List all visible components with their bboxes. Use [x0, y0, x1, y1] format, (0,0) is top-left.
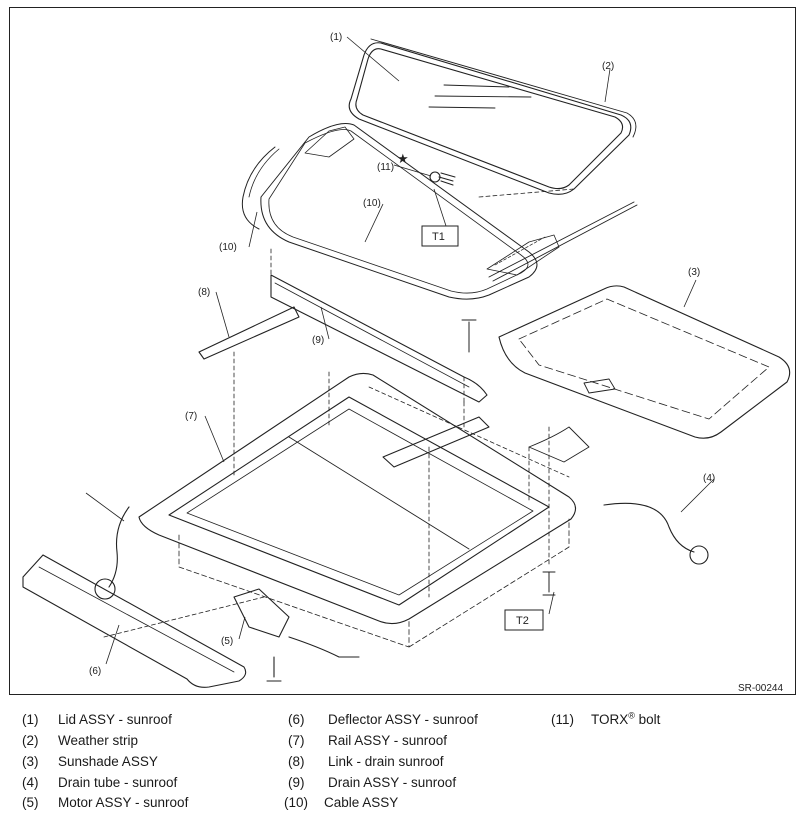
legend-item: (7) Rail ASSY - sunroof	[288, 733, 447, 749]
drain-tube-left	[108, 506, 130, 588]
legend-text: Link - drain sunroof	[328, 754, 444, 769]
legend-item: (11) TORX® bolt	[551, 710, 661, 728]
callout-8: (8)	[198, 287, 210, 298]
legend-text-suffix: bolt	[634, 712, 661, 727]
legend-item: (9) Drain ASSY - sunroof	[288, 775, 456, 791]
legend-num: (10)	[284, 795, 309, 810]
sunroof-lid	[348, 42, 632, 198]
t2-box	[504, 609, 544, 631]
legend-text: Sunshade ASSY	[58, 754, 158, 769]
callout-10-upper: (10)	[363, 198, 381, 209]
diagram-frame	[9, 7, 796, 695]
drain-assy	[270, 248, 488, 403]
legend-num: (5)	[22, 795, 39, 810]
star-mark: ★	[397, 151, 409, 166]
legend-num: (4)	[22, 775, 39, 790]
legend-item: (5) Motor ASSY - sunroof	[22, 795, 188, 811]
legend-item: (8) Link - drain sunroof	[288, 754, 444, 770]
t1-label: T1	[432, 231, 445, 243]
t2-label: T2	[516, 615, 529, 627]
callout-3: (3)	[688, 267, 700, 278]
t1-box	[421, 225, 459, 247]
torx-bolt-11	[429, 171, 456, 186]
motor	[233, 588, 360, 682]
legend-num: (6)	[288, 712, 305, 727]
legend-text: Drain ASSY - sunroof	[328, 775, 457, 790]
exploded-view-diagram: (1) (2) (3) (4) (5) (6) (7) (8) (9) (10)…	[22, 32, 791, 694]
drain-link-right	[382, 416, 490, 468]
callout-1: (1)	[330, 32, 342, 43]
legend-num: (7)	[288, 733, 305, 748]
callout-11: (11)	[377, 162, 394, 173]
legend-text: Motor ASSY - sunroof	[58, 795, 189, 810]
deflector	[22, 554, 247, 688]
legend-text: Cable ASSY	[324, 795, 399, 810]
callout-9: (9)	[312, 335, 324, 346]
legend-num: (9)	[288, 775, 305, 790]
callout-6: (6)	[89, 666, 101, 677]
legend-text: Weather strip	[58, 733, 139, 748]
callout-5: (5)	[221, 636, 233, 647]
legend-text: Rail ASSY - sunroof	[328, 733, 448, 748]
legend-num: (8)	[288, 754, 305, 769]
sunshade	[498, 285, 791, 439]
legend-item: (6) Deflector ASSY - sunroof	[288, 712, 478, 728]
figure-code: SR-00244	[738, 683, 783, 694]
drain-link-left	[198, 306, 300, 360]
callout-4: (4)	[703, 473, 715, 484]
legend-item: (10) Cable ASSY	[284, 795, 398, 811]
drain-tube-left-grommet	[94, 578, 116, 600]
callout-7: (7)	[185, 411, 197, 422]
registered-mark: ®	[628, 710, 635, 721]
legend-text: Deflector ASSY - sunroof	[328, 712, 478, 727]
legend-text: Drain tube - sunroof	[58, 775, 178, 790]
legend-num: (11)	[551, 712, 575, 727]
drain-tube-right-grommet	[689, 545, 709, 565]
legend-item: (3) Sunshade ASSY	[22, 754, 158, 770]
weather-strip	[370, 38, 637, 138]
parts-legend: (1) Lid ASSY - sunroof (2) Weather strip (…	[0, 708, 804, 818]
callout-10-lower: (10)	[219, 242, 237, 253]
legend-item: (1) Lid ASSY - sunroof	[22, 712, 172, 728]
legend-text: TORX	[591, 712, 629, 727]
callout-2: (2)	[602, 61, 614, 72]
legend-num: (1)	[22, 712, 39, 727]
cable-assy	[241, 123, 638, 300]
legend-num: (3)	[22, 754, 39, 769]
rail-frame	[138, 372, 577, 648]
legend-item: (4) Drain tube - sunroof	[22, 775, 177, 791]
legend-text: Lid ASSY - sunroof	[58, 712, 172, 727]
legend-item: (2) Weather strip	[22, 733, 138, 749]
legend-num: (2)	[22, 733, 39, 748]
drain-tube-right	[603, 502, 695, 553]
